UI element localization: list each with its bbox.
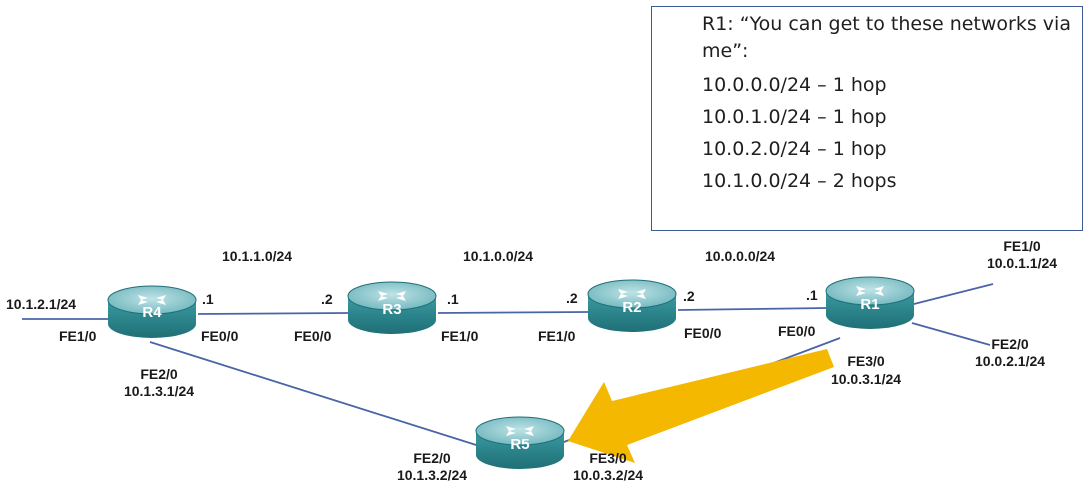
r3-fe10-label: FE1/0 — [441, 328, 479, 344]
r1-fe10-label: FE1/0 — [1003, 238, 1041, 254]
callout-header: R1: “You can get to these networks via m… — [702, 13, 1071, 62]
r1-fe20-ip: 10.0.2.1/24 — [974, 353, 1046, 369]
callout-text: R1: “You can get to these networks via m… — [702, 11, 1082, 197]
link-r1-fe10 — [909, 283, 994, 306]
router-r4-name: R4 — [142, 304, 162, 321]
r1-fe00-label: FE0/0 — [778, 323, 816, 339]
r5-fe20-label: FE2/0 — [413, 450, 451, 466]
r3-host-id-r2side: .1 — [447, 291, 459, 307]
link-r2-r1 — [677, 307, 829, 311]
link-r4-r5 — [149, 341, 493, 451]
r2-fe00-label: FE0/0 — [684, 325, 722, 341]
r2-host-id-r3side: .2 — [566, 290, 578, 306]
callout-route: 10.0.2.0/24 – 1 hop — [702, 138, 887, 160]
network-label-r3-r2: 10.1.0.0/24 — [463, 248, 534, 264]
link-r1-fe20 — [911, 322, 991, 346]
r1-fe20-label: FE2/0 — [991, 336, 1029, 352]
r4-fe10-ip: 10.1.2.1/24 — [6, 296, 77, 312]
router-r4-icon[interactable] — [107, 285, 197, 338]
router-r2-icon[interactable] — [587, 279, 677, 332]
r5-fe30-ip: 10.0.3.2/24 — [572, 467, 644, 483]
callout-route: 10.1.0.0/24 – 2 hops — [702, 170, 897, 192]
network-label-r4-r3: 10.1.1.0/24 — [222, 248, 293, 264]
router-r3-icon[interactable] — [347, 281, 437, 334]
callout-route: 10.0.0.0/24 – 1 hop — [702, 74, 887, 96]
link-r4-r3 — [197, 312, 349, 315]
router-r3-name: R3 — [382, 301, 402, 318]
r3-fe00-label: FE0/0 — [294, 328, 332, 344]
routing-advertisement-callout: R1: “You can get to these networks via m… — [651, 6, 1083, 231]
router-r5-name: R5 — [510, 436, 530, 453]
router-r1-name: R1 — [860, 296, 880, 313]
network-label-r2-r1: 10.0.0.0/24 — [705, 248, 776, 264]
r4-fe20-label: FE2/0 — [140, 366, 178, 382]
r2-host-id-r1side: .2 — [683, 288, 695, 304]
r1-fe30-ip: 10.0.3.1/24 — [830, 371, 902, 387]
router-r2-name: R2 — [622, 299, 642, 316]
r1-fe10-ip: 10.0.1.1/24 — [986, 255, 1058, 271]
router-r5-icon[interactable] — [475, 416, 565, 469]
r1-fe30-label: FE3/0 — [847, 353, 885, 369]
r4-fe20-ip: 10.1.3.1/24 — [123, 383, 195, 399]
callout-route: 10.0.1.0/24 – 1 hop — [702, 106, 887, 128]
r1-host-id: .1 — [806, 287, 818, 303]
r3-host-id-r4side: .2 — [321, 291, 333, 307]
r5-fe30-label: FE3/0 — [589, 450, 627, 466]
r4-fe00-label: FE0/0 — [201, 328, 239, 344]
r2-fe10-label: FE1/0 — [538, 328, 576, 344]
router-r1-icon[interactable] — [825, 276, 915, 329]
link-r3-r2 — [437, 311, 589, 314]
r5-fe20-ip: 10.1.3.2/24 — [396, 467, 468, 483]
routing-update-arrow — [568, 349, 834, 463]
r4-fe10-label: FE1/0 — [59, 328, 97, 344]
r4-host-id: .1 — [202, 291, 214, 307]
